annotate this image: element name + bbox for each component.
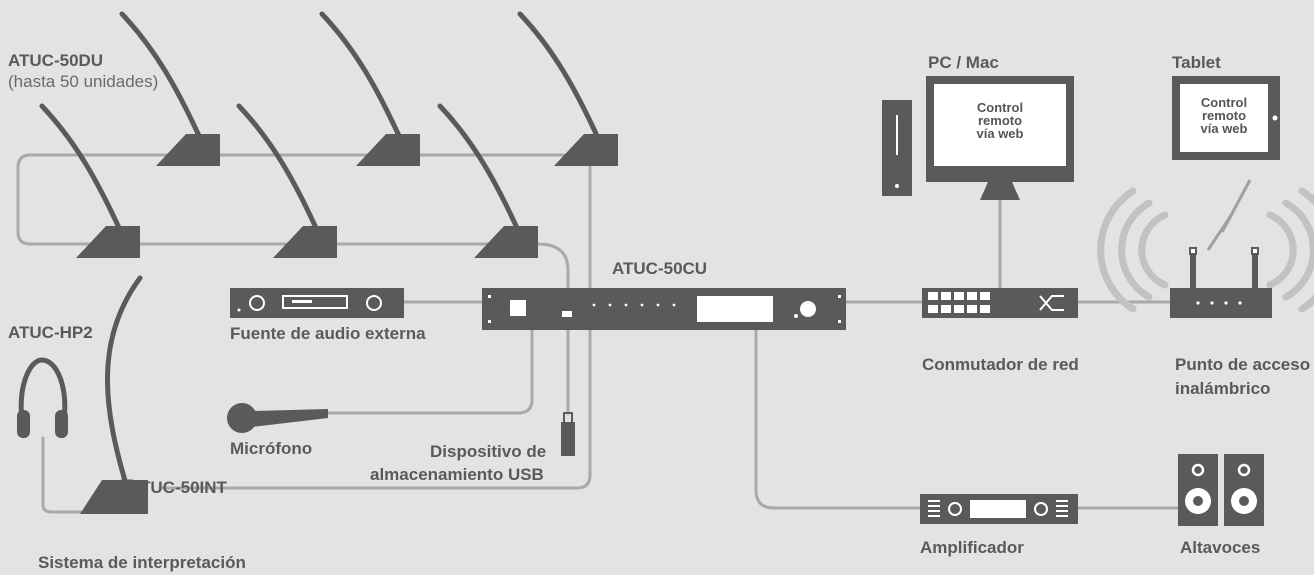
- tablet-label: Tablet: [1172, 53, 1221, 72]
- mic-label: Micrófono: [230, 439, 313, 458]
- wireless-access-point: [1170, 247, 1272, 318]
- speakers-label: Altavoces: [1180, 538, 1261, 557]
- delegate-units: [39, 11, 618, 514]
- delegate-unit: [39, 103, 140, 258]
- tablet-screen-line1: Control: [1200, 95, 1248, 110]
- delegate-unit: [319, 11, 420, 166]
- usb-stick-icon: [561, 412, 575, 456]
- top-row-loop-cable: [16, 153, 570, 304]
- pc-screen-line3: vía web: [976, 126, 1024, 141]
- tablet-icon: [1172, 76, 1280, 160]
- wifi-waves-icon: [1097, 187, 1314, 313]
- amplifier: [920, 494, 1078, 524]
- amp-cable: [754, 328, 922, 510]
- delegate-unit: [119, 11, 220, 166]
- hp2-label: ATUC-HP2: [8, 323, 93, 342]
- ap-label-line1: Punto de acceso: [1175, 355, 1311, 374]
- handheld-microphone-icon: [227, 403, 328, 433]
- speakers-icon: [1178, 454, 1264, 526]
- cables: [16, 153, 1180, 514]
- headphone-cable: [41, 436, 90, 514]
- switch-label: Conmutador de red: [922, 355, 1079, 374]
- pc-label: PC / Mac: [928, 53, 999, 72]
- delegate-unit: [437, 103, 538, 258]
- mic-cable: [326, 328, 534, 415]
- tablet-screen-text: Control remoto vía web: [1180, 96, 1268, 135]
- monitor-icon: [926, 76, 1074, 200]
- tablet-screen-line3: vía web: [1200, 121, 1248, 136]
- pc-screen-text: Control remoto vía web: [934, 101, 1066, 140]
- network-switch: [922, 288, 1078, 318]
- pc-tower-icon: [882, 100, 912, 196]
- du-title-label: ATUC-50DU: [8, 51, 104, 70]
- headphones-icon: [17, 357, 68, 438]
- delegate-unit: [236, 103, 337, 258]
- pc-screen-line1: Control: [976, 100, 1024, 115]
- daisy-chain-cable: [158, 158, 592, 490]
- usb-label-line2: almacenamiento USB: [370, 465, 544, 484]
- amp-label: Amplificador: [920, 538, 1024, 557]
- int-label: ATUC-50INT: [129, 478, 227, 497]
- ext-audio-label: Fuente de audio externa: [230, 324, 426, 343]
- external-audio-source: [230, 288, 404, 318]
- control-unit: [482, 288, 846, 330]
- cu-label: ATUC-50CU: [612, 259, 708, 278]
- interpreter-unit: [80, 275, 148, 514]
- tablet-screen-line2: remoto: [1201, 108, 1247, 123]
- interpretation-system-label: Sistema de interpretación: [38, 553, 246, 572]
- wireless-signal-icon: [1206, 179, 1252, 251]
- du-subtitle-label: (hasta 50 unidades): [8, 72, 159, 91]
- usb-label-line1: Dispositivo de: [430, 442, 547, 461]
- pc-screen-line2: remoto: [977, 113, 1023, 128]
- ap-label-line2: inalámbrico: [1175, 379, 1271, 398]
- delegate-unit: [517, 11, 618, 166]
